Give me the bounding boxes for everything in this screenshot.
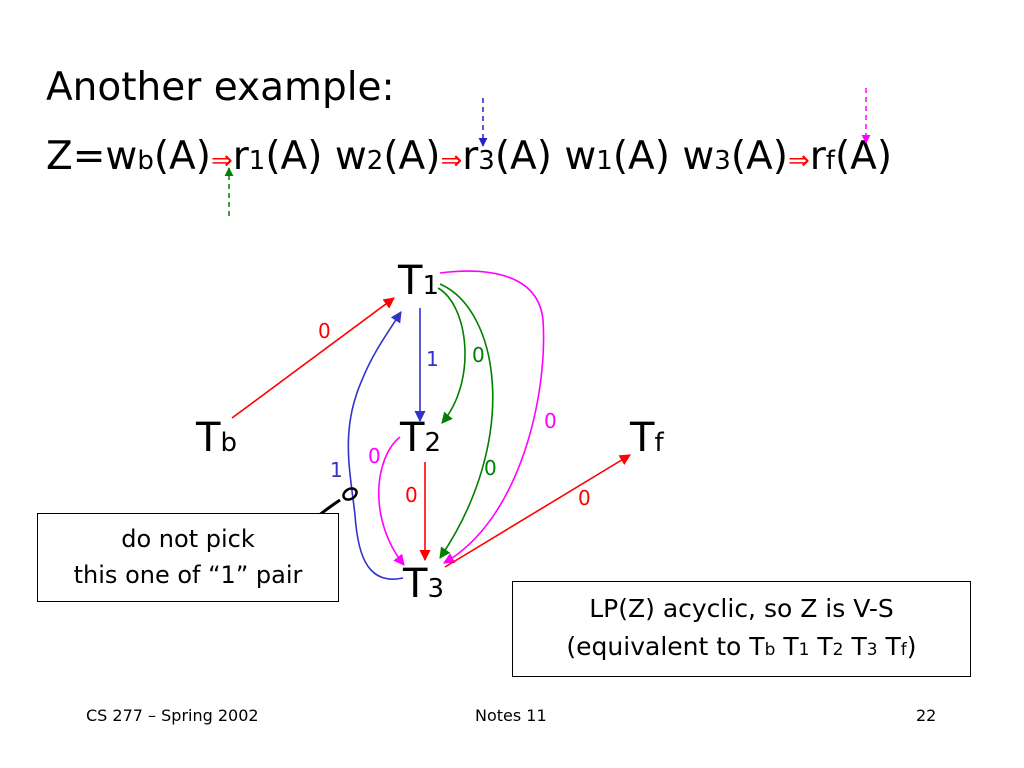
order-t-3: T [851,632,867,661]
edge-t3-t1-blue [347,311,404,580]
result-line1: LP(Z) acyclic, so Z is V-S [589,594,894,623]
order-t-3-sub: 3 [866,640,878,660]
node-t1: T1 [397,258,439,304]
op-r-3-arg: (A) [494,134,552,179]
op-w-2: w [334,134,367,179]
edge-t1-t2-green-label: 0 [472,343,485,367]
op-w-b-arg: (A) [153,134,211,179]
order-t-f: T [885,632,901,661]
edge-t1-t3-green [439,283,494,559]
op-w-2-sub: 2 [366,146,384,176]
op-r-1-sub: 1 [248,146,266,176]
node-tf-label: T [629,415,655,461]
node-tf: Tf [629,415,664,461]
order-t-2-sub: 2 [832,640,844,660]
op-r-1-arg: (A) [265,134,323,179]
edge-t1-t3-magenta-label: 0 [544,409,557,433]
op-r-f-sub: f [825,146,835,176]
edge-t2-t3-magenta-label: 0 [368,444,381,468]
edge-t3-tf-label: 0 [578,486,591,510]
result-line2: (equivalent to Tb T1 T2 T3 Tf) [513,628,970,669]
op-w-3: w [682,134,715,179]
node-t2-label: T [399,415,425,461]
edge-t3-t1-blue-label: 1 [330,458,343,482]
result-line2-suffix: ) [906,632,917,661]
op-w-b: w [105,134,138,179]
edge-t2-t3-red-label: 0 [405,483,418,507]
footer-page-number: 22 [916,706,937,725]
schedule-expression: Z=wb(A)⇒r1(A) w2(A)⇒r3(A) w1(A) w3(A)⇒rf… [46,133,892,185]
order-t-1-sub: 1 [798,640,810,660]
node-t3: T3 [402,561,444,607]
op-r-3: r [462,134,479,179]
schedule-prefix: Z= [46,134,106,179]
footer-notes: Notes 11 [475,706,547,725]
order-t-f-sub: f [900,640,907,660]
node-tb: Tb [195,415,237,461]
op-r-f: r [809,134,826,179]
edge-t1-t2-green [437,287,466,424]
node-t2-sub: 2 [424,428,441,458]
node-t3-sub: 3 [427,574,444,604]
node-tb-sub: b [220,428,237,458]
order-t-1: T [783,632,799,661]
op-w-3-arg: (A) [730,134,788,179]
op-w-3-sub: 3 [714,146,731,176]
edge-t1-t2-blue-label: 1 [426,347,439,371]
callout-note-line2: this one of “1” pair [73,561,303,589]
node-tb-label: T [195,415,221,461]
op-w-1-arg: (A) [612,134,670,179]
edge-tb-t1-label: 0 [318,319,331,343]
footer-course: CS 277 – Spring 2002 [86,706,259,725]
slide-heading: Another example: [46,65,395,110]
op-w-b-sub: b [137,146,154,176]
edge-t1-t3-green-label: 0 [484,456,497,480]
callout-pointer-loop [342,487,358,501]
node-t2: T2 [399,415,441,461]
order-t-2: T [817,632,833,661]
edge-tb-t1 [231,297,395,419]
node-t3-label: T [402,561,428,607]
op-w-2-arg: (A) [383,134,441,179]
edge-t1-t3-magenta [439,270,545,564]
result-note: LP(Z) acyclic, so Z is V-S (equivalent t… [512,581,971,677]
node-t1-sub: 1 [422,271,439,301]
implies-arrow-icon: ⇒ [440,146,463,176]
op-w-1: w [564,134,597,179]
callout-note: do not pick this one of “1” pair [37,513,339,602]
node-tf-sub: f [654,428,664,458]
edge-t3-tf [444,454,631,568]
edge-t2-t3-magenta [378,436,405,566]
callout-note-line1: do not pick [121,525,255,553]
op-w-1-sub: 1 [596,146,613,176]
result-line2-prefix: (equivalent to [566,632,750,661]
order-t-b-sub: b [764,640,776,660]
implies-arrow-icon: ⇒ [787,146,810,176]
op-r-1: r [232,134,249,179]
order-t-b: T [749,632,765,661]
op-r-3-sub: 3 [478,146,495,176]
node-t1-label: T [397,258,423,304]
